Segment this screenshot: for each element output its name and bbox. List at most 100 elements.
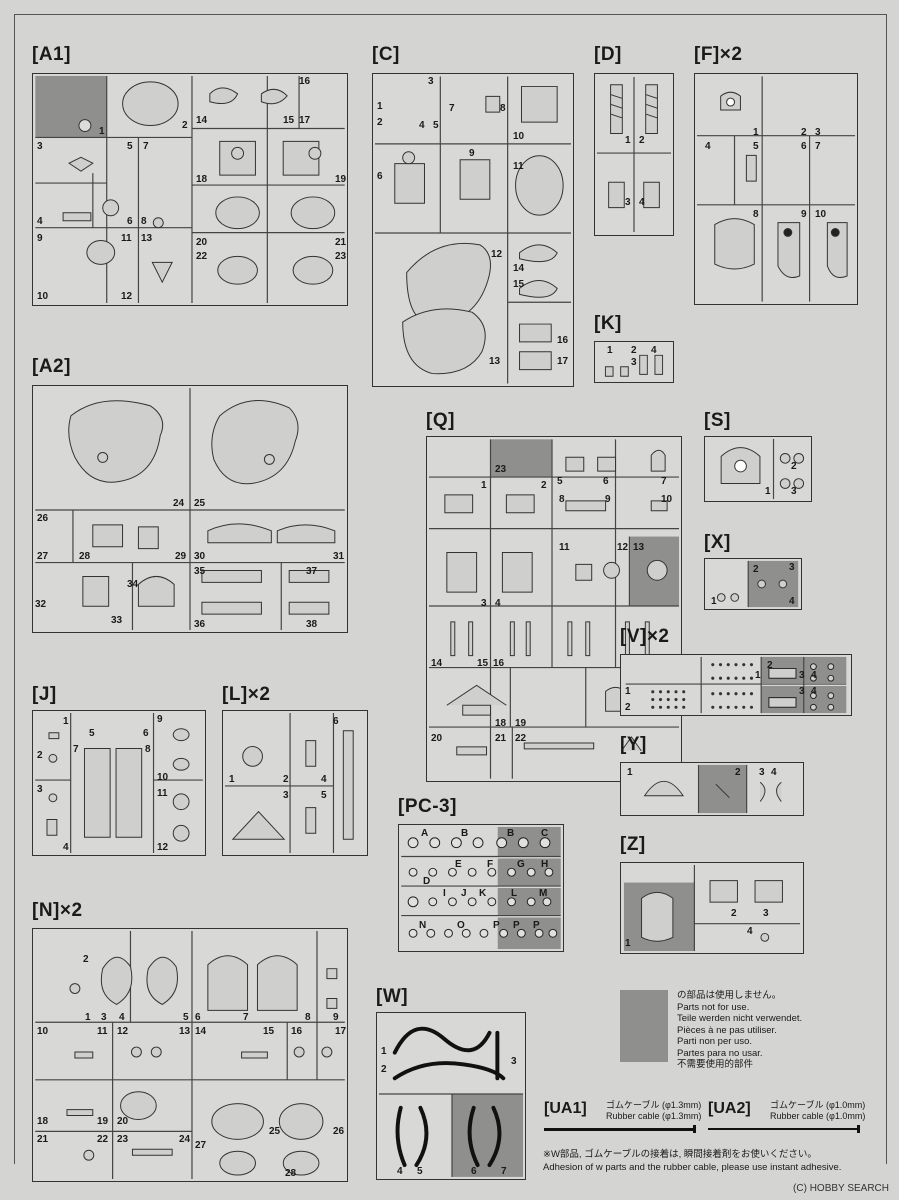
part-label: 3 bbox=[625, 197, 631, 208]
part-label: 16 bbox=[299, 76, 311, 87]
part-label: 2 bbox=[735, 767, 741, 778]
part-label: 37 bbox=[306, 566, 318, 577]
part-label: 9 bbox=[157, 714, 163, 725]
part-label: 9 bbox=[605, 494, 611, 505]
part-label: 14 bbox=[513, 263, 525, 274]
watermark: (C) HOBBY SEARCH bbox=[793, 1183, 889, 1194]
part-label: 10 bbox=[157, 772, 169, 783]
sprue-k-title: [K] bbox=[594, 313, 622, 334]
part-label: L bbox=[511, 888, 518, 899]
sprue-j: 1 5 6 9 2 7 8 10 3 11 4 12 bbox=[32, 710, 206, 856]
part-label: 11 bbox=[559, 542, 570, 553]
part-label: 6 bbox=[127, 216, 133, 227]
part-label: 4 bbox=[37, 216, 43, 227]
part-label: 23 bbox=[335, 251, 347, 262]
sprue-y: 1 2 3 4 bbox=[620, 762, 804, 816]
part-label: 8 bbox=[500, 103, 506, 114]
part-label: 14 bbox=[431, 658, 443, 669]
part-label: M bbox=[539, 888, 548, 899]
part-label: 10 bbox=[661, 494, 673, 505]
part-label: J bbox=[461, 888, 467, 899]
part-label: 3 bbox=[789, 562, 795, 573]
cable-ua1-label: [UA1] bbox=[544, 1100, 587, 1117]
legend-line: Parts not for use. bbox=[677, 1001, 750, 1013]
sprue-l-frame bbox=[224, 712, 354, 854]
part-label: 19 bbox=[515, 718, 527, 729]
cable-ua1-line bbox=[544, 1128, 696, 1131]
legend-line: の部品は使用しません。 bbox=[677, 990, 782, 1001]
part-label: F bbox=[487, 859, 494, 870]
sprue-n-frame bbox=[35, 930, 345, 1180]
part-label: 22 bbox=[515, 733, 527, 744]
sprue-s-title: [S] bbox=[704, 410, 731, 431]
part-label: 4 bbox=[811, 670, 817, 681]
part-label: P bbox=[493, 920, 500, 931]
part-label: 16 bbox=[291, 1026, 303, 1037]
part-label: 2 bbox=[283, 774, 289, 785]
adhesive-note-en: Adhesion of w parts and the rubber cable… bbox=[543, 1162, 842, 1173]
sprue-x-frame bbox=[716, 560, 799, 608]
legend-line: Teile werden nicht verwendet. bbox=[677, 1013, 803, 1024]
part-label: 11 bbox=[97, 1026, 108, 1037]
part-label: 10 bbox=[37, 1026, 49, 1037]
part-label: B bbox=[507, 828, 515, 839]
part-label: 26 bbox=[333, 1126, 345, 1137]
cable-ua1-desc: ゴムケーブル (φ1.3mm) Rubber cable (φ1.3mm) bbox=[606, 1100, 701, 1122]
part-label: 31 bbox=[333, 551, 345, 562]
part-label: 33 bbox=[111, 615, 123, 626]
part-label: 3 bbox=[37, 784, 43, 795]
part-label: 20 bbox=[117, 1116, 129, 1127]
part-label: E bbox=[455, 859, 462, 870]
sprue-d-frame bbox=[596, 76, 672, 233]
legend-line: Partes para no usar. bbox=[677, 1047, 763, 1059]
part-label: 5 bbox=[753, 141, 759, 152]
cable-ua2-jp: ゴムケーブル (φ1.0mm) bbox=[770, 1100, 866, 1110]
part-label: 11 bbox=[157, 788, 168, 799]
part-label: 9 bbox=[469, 148, 475, 159]
part-label: 3 bbox=[763, 908, 769, 919]
part-label: 5 bbox=[89, 728, 95, 739]
part-label: 1 bbox=[755, 670, 761, 681]
part-label: 32 bbox=[35, 599, 47, 610]
part-label: 6 bbox=[377, 171, 383, 182]
part-label: 2 bbox=[767, 660, 773, 671]
part-label: 2 bbox=[801, 127, 807, 138]
sprue-w-frame bbox=[378, 1026, 524, 1177]
sprue-q-title: [Q] bbox=[426, 410, 455, 431]
part-label: 3 bbox=[759, 767, 765, 778]
part-label: 2 bbox=[791, 461, 797, 472]
part-label: 24 bbox=[173, 498, 185, 509]
sprue-a2: 24 25 26 27 28 29 30 31 32 33 34 35 36 3… bbox=[32, 385, 348, 633]
part-label: 15 bbox=[283, 115, 295, 126]
part-label: 10 bbox=[37, 291, 49, 302]
part-label: 2 bbox=[753, 564, 759, 575]
cable-ua1-jp: ゴムケーブル (φ1.3mm) bbox=[606, 1100, 702, 1110]
part-label: 20 bbox=[196, 237, 208, 248]
part-label: 25 bbox=[269, 1126, 281, 1137]
sprue-v-frame bbox=[625, 656, 847, 714]
sprue-z-title: [Z] bbox=[620, 834, 646, 855]
sprue-a2-title: [A2] bbox=[32, 356, 71, 377]
cable-ua1-tick bbox=[693, 1125, 696, 1133]
part-label: 22 bbox=[196, 251, 208, 262]
sprue-s-frame bbox=[720, 438, 805, 500]
part-label: 11 bbox=[513, 161, 524, 172]
part-label: 36 bbox=[194, 619, 206, 630]
part-label: 17 bbox=[335, 1026, 347, 1037]
part-label: 2 bbox=[731, 908, 737, 919]
left-border bbox=[14, 14, 15, 1164]
sprue-v-title: [V]×2 bbox=[620, 626, 670, 647]
part-label: 3 bbox=[428, 76, 434, 87]
sprue-q-frame bbox=[428, 439, 680, 779]
part-label: 34 bbox=[127, 579, 139, 590]
sprue-c-frame bbox=[374, 76, 572, 384]
part-label: 1 bbox=[711, 596, 717, 607]
part-label: 18 bbox=[196, 174, 208, 185]
sprue-s: 1 2 3 bbox=[704, 436, 812, 502]
part-label: 4 bbox=[63, 842, 69, 853]
part-label: A bbox=[421, 828, 429, 839]
part-label: 13 bbox=[141, 233, 153, 244]
sprue-pc3: A B B C D E F G H I J K L M N O P P P bbox=[398, 824, 564, 952]
part-label: 2 bbox=[631, 345, 637, 356]
part-label: 13 bbox=[633, 542, 645, 553]
